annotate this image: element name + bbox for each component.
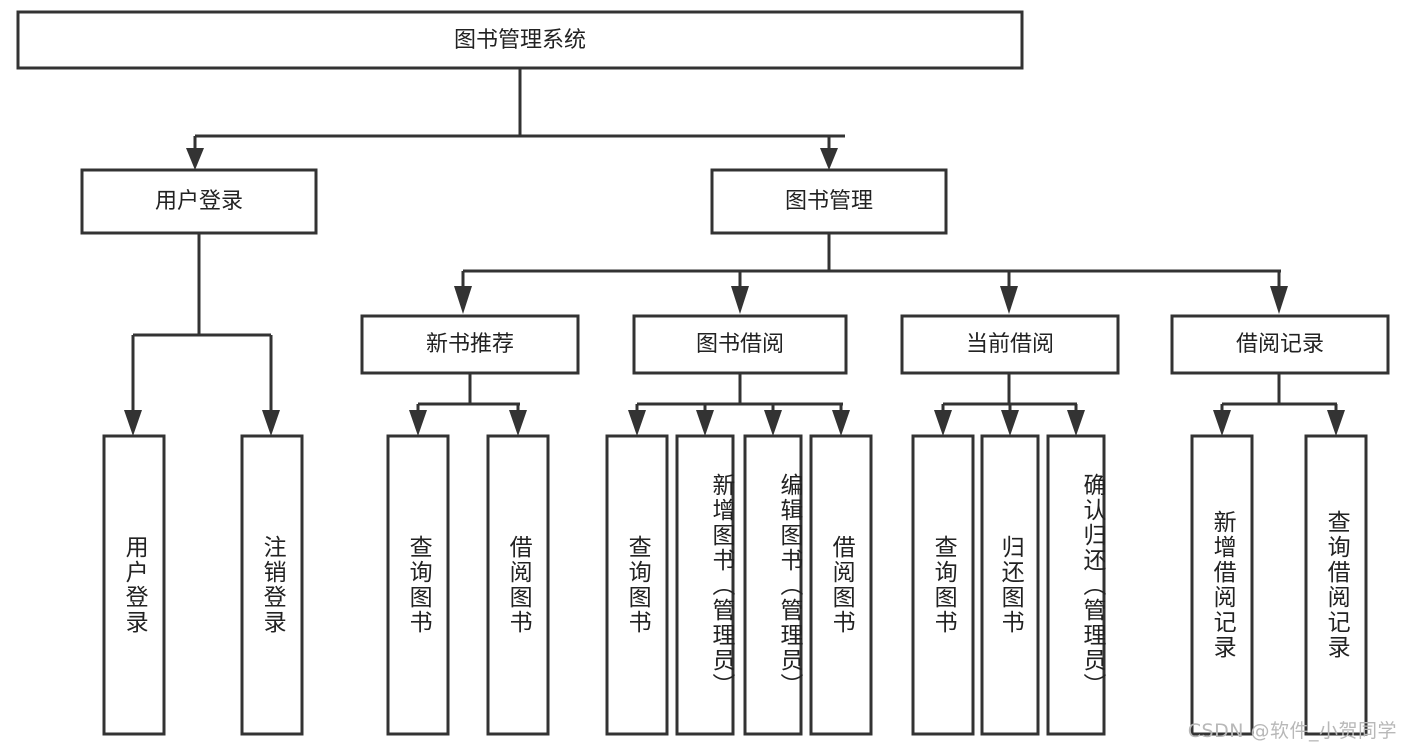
node-user-login[interactable]: 用户登录 xyxy=(80,168,318,235)
connector-group-user-login xyxy=(124,233,280,436)
arrow-head-leaf-add-record xyxy=(1213,410,1231,436)
node-box-root[interactable] xyxy=(16,10,1024,70)
arrow-head-leaf-query-book-2 xyxy=(628,410,646,436)
arrow-head-current-borrow xyxy=(1000,286,1018,314)
node-box-user-login[interactable] xyxy=(80,168,318,235)
arrow-head-new-book-recommend xyxy=(454,286,472,314)
node-root[interactable]: 图书管理系统 xyxy=(16,10,1024,70)
arrow-head-leaf-logout-login xyxy=(262,410,280,436)
leaf-boxes xyxy=(102,434,1368,736)
node-box-leaf-borrow-book-1[interactable] xyxy=(486,434,550,736)
node-label-new-book-recommend: 新书推荐 xyxy=(426,332,514,357)
arrow-head-book-borrow xyxy=(731,286,749,314)
connector-group-current-borrow xyxy=(934,373,1085,436)
arrow-head-leaf-add-book xyxy=(696,410,714,436)
node-box-leaf-edit-book[interactable] xyxy=(743,434,803,736)
csdn-watermark: CSDN @软件_小贺同学 xyxy=(1187,720,1397,742)
node-box-book-management[interactable] xyxy=(710,168,948,235)
node-box-leaf-borrow-book-2[interactable] xyxy=(809,434,873,736)
connector-group-borrow-record xyxy=(1213,373,1345,436)
arrow-head-leaf-query-book-1 xyxy=(409,410,427,436)
node-box-leaf-query-book-2[interactable] xyxy=(605,434,669,736)
node-label-current-borrow: 当前借阅 xyxy=(966,332,1054,357)
node-label-user-login: 用户登录 xyxy=(155,189,243,214)
connector-group-new-book-recommend xyxy=(409,373,527,436)
node-new-book-recommend[interactable]: 新书推荐 xyxy=(360,314,580,375)
node-box-current-borrow[interactable] xyxy=(900,314,1120,375)
node-label-borrow-record: 借阅记录 xyxy=(1236,332,1324,357)
arrow-head-user-login xyxy=(186,148,204,170)
arrow-head-borrow-record xyxy=(1270,286,1288,314)
node-box-new-book-recommend[interactable] xyxy=(360,314,580,375)
node-label-root: 图书管理系统 xyxy=(454,28,586,53)
connector-group-root xyxy=(186,68,845,170)
node-box-leaf-query-book-1[interactable] xyxy=(386,434,450,736)
arrow-head-leaf-borrow-book-1 xyxy=(509,410,527,436)
arrow-head-leaf-user-login xyxy=(124,410,142,436)
arrow-head-leaf-return-book xyxy=(1001,410,1019,436)
node-current-borrow[interactable]: 当前借阅 xyxy=(900,314,1120,375)
node-book-borrow[interactable]: 图书借阅 xyxy=(632,314,848,375)
node-box-leaf-return-book[interactable] xyxy=(980,434,1040,736)
node-box-book-borrow[interactable] xyxy=(632,314,848,375)
node-borrow-record[interactable]: 借阅记录 xyxy=(1170,314,1390,375)
node-box-leaf-logout-login[interactable] xyxy=(240,434,304,736)
arrow-head-leaf-query-record xyxy=(1327,410,1345,436)
node-box-leaf-query-book-3[interactable] xyxy=(911,434,975,736)
node-label-book-borrow: 图书借阅 xyxy=(696,332,784,357)
node-box-leaf-add-book[interactable] xyxy=(675,434,735,736)
arrow-head-leaf-borrow-book-2 xyxy=(832,410,850,436)
node-book-management[interactable]: 图书管理 xyxy=(710,168,948,235)
arrow-head-leaf-query-book-3 xyxy=(934,410,952,436)
arrow-head-leaf-confirm-return xyxy=(1067,410,1085,436)
connector-group-book-borrow xyxy=(628,373,850,436)
node-label-book-management: 图书管理 xyxy=(785,189,873,214)
node-box-leaf-query-record[interactable] xyxy=(1304,434,1368,736)
node-box-leaf-user-login[interactable] xyxy=(102,434,166,736)
connector-group-book-management xyxy=(454,233,1288,314)
arrow-head-book-management xyxy=(820,148,838,170)
node-box-borrow-record[interactable] xyxy=(1170,314,1390,375)
node-box-leaf-confirm-return[interactable] xyxy=(1046,434,1106,736)
arrow-head-leaf-edit-book xyxy=(764,410,782,436)
node-box-leaf-add-record[interactable] xyxy=(1190,434,1254,736)
